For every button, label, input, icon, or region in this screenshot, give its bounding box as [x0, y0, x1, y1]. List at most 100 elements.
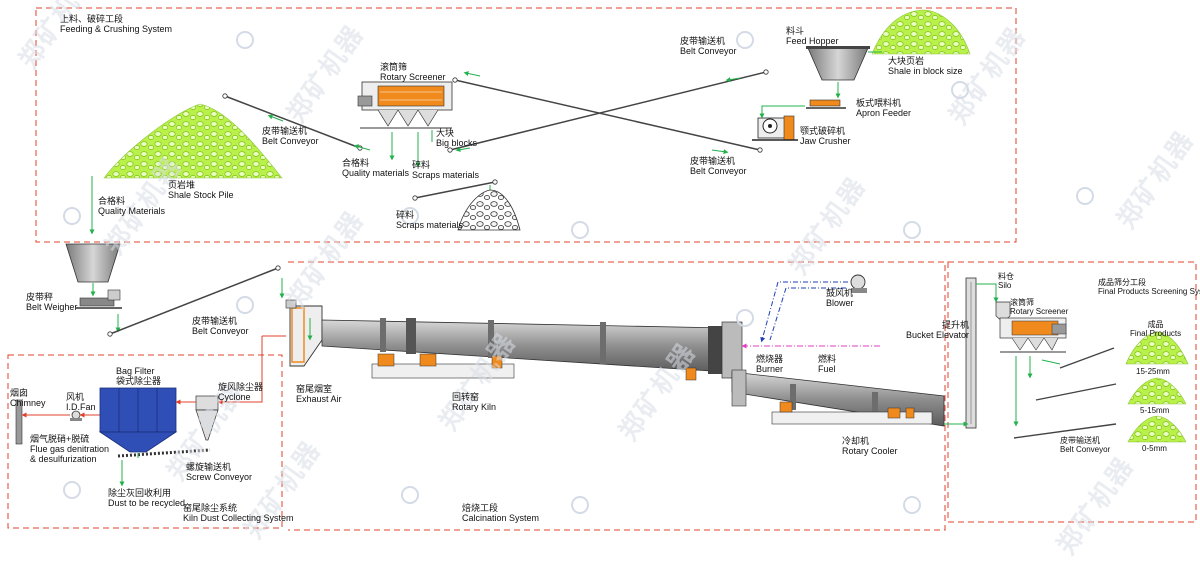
feeder-to-crusher-arrow	[759, 105, 805, 119]
belt-weigher-label: 皮带秤 Belt Weigher	[26, 292, 77, 312]
quality-materials-2-zh: 合格料	[98, 196, 126, 206]
belt-conveyor-left-label: 皮带输送机 Belt Conveyor	[262, 126, 319, 146]
feeding-section-title: 上料、破碎工段 Feeding & Crushing System	[60, 14, 172, 34]
rotary-cooler-label: 冷却机 Rotary Cooler	[842, 436, 898, 456]
screening-section-border	[947, 261, 1197, 523]
belt-conveyor-final-zh: 皮带输送机	[1060, 436, 1100, 445]
dust-recycled-en: Dust to be recycled	[108, 498, 186, 508]
quality-materials-2-label: 合格料 Quality Materials	[98, 196, 165, 216]
blower-label: 鼓风机 Blower	[826, 288, 854, 308]
calcination-section-title: 焙烧工段 Calcination System	[462, 503, 539, 523]
exhaust-air-en: Exhaust Air	[296, 394, 342, 404]
burner-en: Burner	[756, 364, 784, 374]
cyclone-zh: 旋风除尘器	[218, 382, 264, 392]
flue-gas-en2: & desulfurization	[30, 454, 97, 464]
flue-gas-en1: Flue gas denitration	[30, 444, 110, 454]
belt-conveyor-top-en: Belt Conveyor	[680, 46, 737, 56]
belt-conveyor-mid-en: Belt Conveyor	[690, 166, 747, 176]
product-pile-0-5	[1127, 415, 1187, 443]
rotary-cooler	[731, 369, 945, 427]
belt-conveyor-top-zh: 皮带输送机	[680, 36, 726, 46]
watermark-logos	[63, 31, 1094, 514]
id-fan-zh: 风机	[66, 392, 85, 402]
apron-feeder	[806, 99, 846, 109]
scraps-materials-zh: 碎料	[412, 160, 431, 170]
belt-conveyor-kiln-zh: 皮带输送机	[192, 316, 238, 326]
blower-air-lines	[760, 281, 848, 343]
shale-stock-pile-zh: 页岩堆	[168, 180, 196, 190]
shale-block-en: Shale in block size	[888, 66, 963, 76]
burner-label: 燃烧器 Burner	[756, 354, 783, 374]
chimney	[15, 399, 23, 445]
quality-materials-label: 合格料 Quality materials	[342, 158, 409, 178]
belt-conveyor-to-pile	[224, 95, 361, 149]
conveyor-rollers	[222, 69, 769, 201]
fuel-label: 燃料 Fuel	[818, 354, 836, 374]
belt-weigher-zh: 皮带秤	[26, 292, 54, 302]
bucket-elevator-label: 提升机 Bucket Elevator	[906, 320, 969, 340]
shale-stock-pile-label: 页岩堆 Shale Stock Pile	[168, 180, 234, 200]
big-blocks-zh: 大块	[436, 128, 455, 138]
belt-conveyors-feeding	[224, 71, 767, 199]
bucket-elevator-en: Bucket Elevator	[906, 330, 970, 340]
apron-feeder-label: 板式喂料机 Apron Feeder	[856, 98, 911, 118]
feeding-title-en: Feeding & Crushing System	[60, 24, 173, 34]
big-blocks-label: 大块 Big blocks	[436, 128, 477, 148]
final-green-arrows	[1013, 356, 1061, 427]
rotary-screener-zh: 滚筒筛	[380, 62, 408, 72]
chimney-en: Chimney	[10, 398, 46, 408]
belt-conveyor-kiln-en: Belt Conveyor	[192, 326, 249, 336]
product-size-3: 0-5mm	[1142, 444, 1167, 453]
id-fan-label: 风机 I.D.Fan	[66, 392, 96, 412]
screening-title-en: Final Products Screening System	[1098, 287, 1200, 296]
calcination-title-en: Calcination System	[462, 513, 540, 523]
chimney-zh: 烟囱	[10, 388, 29, 398]
cyclone-label: 旋风除尘器 Cyclone	[218, 382, 263, 402]
scraps-materials-en: Scraps materials	[412, 170, 480, 180]
bag-filter-label: Bag Filter 袋式除尘器	[116, 366, 161, 386]
rotary-screener-en: Rotary Screener	[380, 72, 446, 82]
belt-conveyor-kiln-label: 皮带输送机 Belt Conveyor	[192, 316, 249, 336]
screening-section-title: 成品筛分工段 Final Products Screening System	[1098, 278, 1200, 296]
belt-conveyor-left-zh: 皮带输送机	[262, 126, 308, 136]
scraps-materials-2-zh: 碎料	[396, 210, 415, 220]
bag-filter-line1: Bag Filter	[116, 366, 155, 376]
cyclone	[195, 395, 219, 441]
product-pile-5-15	[1127, 377, 1187, 405]
belt-conveyor-final-en: Belt Conveyor	[1060, 445, 1111, 454]
rotary-screener-label: 滚筒筛 Rotary Screener	[380, 62, 446, 82]
scraps-pile	[457, 189, 521, 231]
id-fan	[70, 410, 82, 421]
silo-zh: 料仓	[998, 272, 1014, 281]
shale-stock-pile-en: Shale Stock Pile	[168, 190, 234, 200]
dust-section-border	[7, 354, 283, 529]
bucket-elevator-zh: 提升机	[942, 320, 970, 330]
shale-block-label: 大块页岩 Shale in block size	[888, 56, 963, 76]
calcination-section-border	[288, 261, 946, 531]
belt-conveyor-crusher-to-screener	[449, 71, 767, 151]
burner-zh: 燃烧器	[756, 354, 784, 364]
fuel-zh: 燃料	[818, 354, 837, 364]
belt-conveyor-mid-label: 皮带输送机 Belt Conveyor	[690, 156, 747, 176]
blower-zh: 鼓风机	[826, 288, 854, 298]
dust-recycled-zh: 除尘灰回收利用	[108, 488, 172, 498]
id-fan-en: I.D.Fan	[66, 402, 96, 412]
belt-conveyor-top-label: 皮带输送机 Belt Conveyor	[680, 36, 737, 56]
feed-hopper	[806, 46, 870, 81]
exhaust-air-label: 窑尾烟室 Exhaust Air	[296, 384, 342, 404]
belt-weigher	[76, 289, 122, 309]
product-size-1: 15-25mm	[1136, 367, 1170, 376]
quality-materials-2-en: Quality Materials	[98, 206, 166, 216]
scraps-materials-2-label: 碎料 Scraps materials	[396, 210, 463, 230]
big-blocks-en: Big blocks	[436, 138, 478, 148]
shale-stock-pile	[103, 103, 283, 179]
quality-materials-en: Quality materials	[342, 168, 410, 178]
apron-feeder-en: Apron Feeder	[856, 108, 912, 118]
belt-conveyor-left-en: Belt Conveyor	[262, 136, 319, 146]
belt-conveyor-final-label: 皮带输送机 Belt Conveyor	[1060, 436, 1110, 454]
bag-filter	[98, 387, 178, 453]
calcination-title-zh: 焙烧工段	[462, 503, 499, 513]
final-products-label: 成品 Final Products	[1130, 320, 1181, 338]
section-borders	[7, 7, 1197, 531]
product-pile-15-25	[1125, 331, 1189, 365]
